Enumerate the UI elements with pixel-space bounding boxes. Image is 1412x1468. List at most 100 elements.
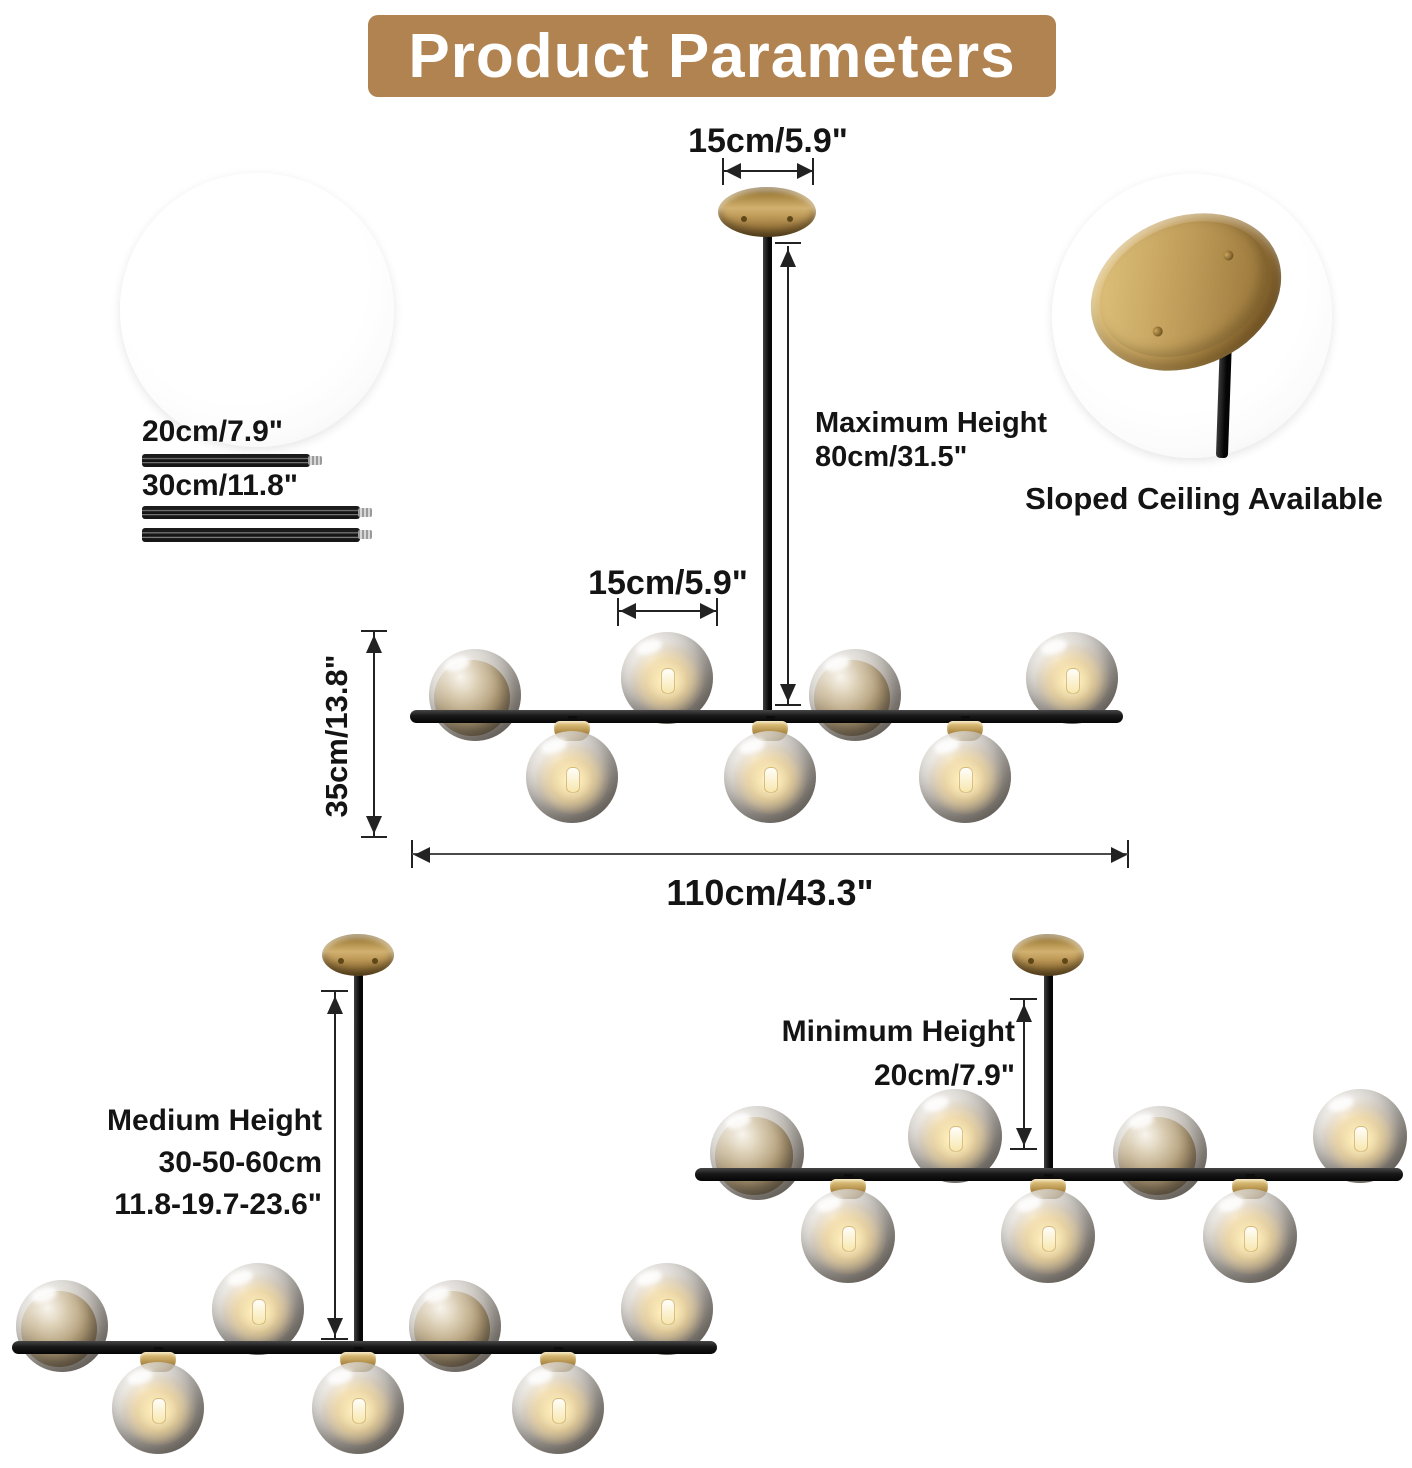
filament-bulb xyxy=(661,1298,675,1325)
filament-bulb xyxy=(661,667,675,694)
minimum-height-line1: Minimum Height xyxy=(781,1015,1015,1048)
minimum-height-line2: 20cm/7.9" xyxy=(874,1059,1015,1092)
arrowhead-left-icon xyxy=(620,603,636,619)
minimum-height-label: Minimum Height 20cm/7.9" xyxy=(750,1010,1015,1098)
filament-bulb xyxy=(949,1125,963,1152)
max-height-line1: Maximum Height xyxy=(815,407,1048,439)
medium-height-line2: 30-50-60cm xyxy=(158,1146,322,1179)
canopy-screw xyxy=(1061,958,1068,965)
filament-bulb xyxy=(842,1225,856,1252)
filament-bulb xyxy=(552,1397,566,1424)
medium-height-line3: 11.8-19.7-23.6" xyxy=(114,1188,322,1221)
filament-bulb xyxy=(1042,1225,1056,1252)
arrowhead-right-icon xyxy=(700,603,716,619)
glass-globe xyxy=(724,731,816,823)
medium-height-line1: Medium Height xyxy=(107,1104,322,1137)
rod-thread-tip xyxy=(308,456,322,465)
brass-canopy-tilted xyxy=(1067,185,1305,399)
dim-tick xyxy=(716,598,718,626)
ceiling-canopy xyxy=(1012,934,1084,976)
rod-short-label: 20cm/7.9" xyxy=(142,415,283,448)
rod-long-label: 30cm/11.8" xyxy=(142,469,299,502)
globe-gap-label: 15cm/5.9" xyxy=(588,564,748,602)
dim-tick xyxy=(812,158,814,185)
glass-globe xyxy=(1313,1089,1407,1183)
arrowhead-down-icon xyxy=(1016,1128,1032,1146)
glass-globe xyxy=(409,1280,501,1372)
glass-globe xyxy=(621,1263,713,1355)
canopy-screw xyxy=(1028,958,1035,965)
arrowhead-up-icon xyxy=(366,635,382,653)
canopy-screw xyxy=(338,958,345,965)
arrowhead-right-icon xyxy=(1111,847,1127,863)
dim-tick xyxy=(617,598,619,626)
rod-thread-tip xyxy=(358,508,372,517)
down-rod-short xyxy=(142,454,310,467)
glass-globe xyxy=(212,1263,304,1355)
dim-line-body-height xyxy=(373,632,375,838)
glass-globe xyxy=(16,1280,108,1372)
dim-tick xyxy=(1127,840,1129,868)
filament-bulb xyxy=(1354,1125,1368,1152)
glass-globe xyxy=(112,1362,204,1454)
glass-globe xyxy=(621,632,713,724)
sloped-ceiling-inset xyxy=(1052,174,1332,459)
canopy-screw xyxy=(741,216,748,222)
filament-bulb xyxy=(566,766,580,793)
dim-line-minimum-height xyxy=(1023,1000,1025,1150)
dim-tick xyxy=(361,836,387,838)
canopy-width-label: 15cm/5.9" xyxy=(688,122,848,160)
glass-globe xyxy=(429,649,521,741)
filament-bulb xyxy=(1066,667,1080,694)
down-rod xyxy=(353,970,363,1350)
glass-globe xyxy=(1203,1189,1297,1283)
glass-globe xyxy=(809,649,901,741)
down-rod-long xyxy=(142,506,360,519)
arrowhead-left-icon xyxy=(725,163,741,179)
arrowhead-down-icon xyxy=(366,816,382,834)
down-rod xyxy=(1043,970,1053,1177)
medium-height-label: Medium Height 30-50-60cm 11.8-19.7-23.6" xyxy=(40,1100,322,1226)
canopy-screw xyxy=(786,216,793,222)
arrowhead-right-icon xyxy=(797,163,813,179)
ceiling-canopy xyxy=(322,934,394,976)
arrowhead-down-icon xyxy=(780,684,796,702)
canopy-screw xyxy=(371,958,378,965)
dim-line-canopy-width xyxy=(723,170,813,172)
arrowhead-up-icon xyxy=(1016,1004,1032,1022)
glass-globe xyxy=(1001,1189,1095,1283)
dim-tick xyxy=(361,630,387,632)
max-height-line2: 80cm/31.5" xyxy=(815,441,968,473)
glass-globe xyxy=(1113,1106,1207,1200)
down-rod xyxy=(762,228,772,716)
filament-bulb xyxy=(764,766,778,793)
arrowhead-down-icon xyxy=(327,1318,343,1336)
glass-globe xyxy=(908,1089,1002,1183)
filament-bulb xyxy=(352,1397,366,1424)
glass-globe xyxy=(526,731,618,823)
dim-line-globe-gap xyxy=(618,610,718,612)
dim-tick xyxy=(1010,1148,1037,1150)
glass-globe xyxy=(710,1106,804,1200)
total-width-label: 110cm/43.3" xyxy=(666,872,874,913)
dim-tick xyxy=(321,1338,348,1340)
arrowhead-left-icon xyxy=(414,847,430,863)
dim-tick xyxy=(775,704,801,706)
horizontal-bar xyxy=(12,1341,717,1354)
rod-thread-tip xyxy=(358,530,372,539)
dim-tick xyxy=(321,990,348,992)
glass-globe xyxy=(512,1362,604,1454)
filament-bulb xyxy=(152,1397,166,1424)
body-height-label: 35cm/13.8" xyxy=(319,654,354,818)
down-rods-inset: 20cm/7.9" 30cm/11.8" xyxy=(120,173,394,542)
sloped-ceiling-caption: Sloped Ceiling Available xyxy=(1025,481,1383,516)
ceiling-canopy xyxy=(718,187,816,237)
dim-line-medium-height xyxy=(334,992,336,1340)
arrowhead-up-icon xyxy=(780,249,796,267)
dim-line-max-height xyxy=(787,246,789,704)
filament-bulb xyxy=(1244,1225,1258,1252)
filament-bulb xyxy=(252,1298,266,1325)
max-height-label: Maximum Height 80cm/31.5" xyxy=(815,406,1135,474)
dim-line-total-width xyxy=(412,853,1128,855)
